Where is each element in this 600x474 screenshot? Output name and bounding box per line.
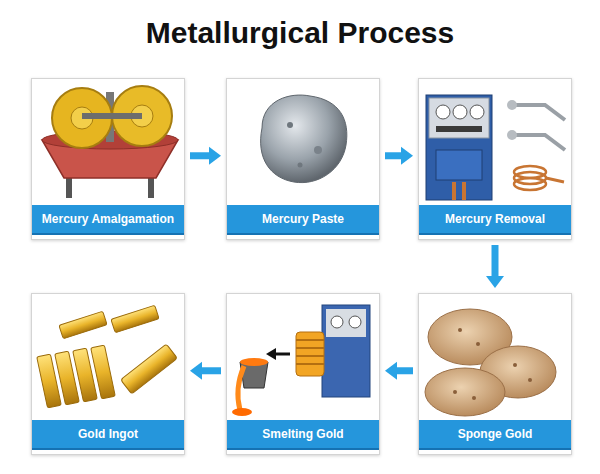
flow-arrow [385, 147, 413, 165]
arrow-shaft [396, 367, 413, 374]
arrow-head [385, 362, 397, 380]
flow-arrow [385, 362, 413, 380]
arrow-shaft [190, 152, 210, 159]
flow-arrow [486, 245, 504, 288]
label-bar: Mercury Amalgamation [32, 205, 184, 235]
pan-mill [42, 86, 178, 198]
flow-arrow [190, 147, 221, 165]
arrow-shaft [492, 245, 499, 277]
step-label: Mercury Removal [445, 212, 545, 226]
step-label: Gold Ingot [78, 427, 138, 441]
gold-ingots [37, 305, 178, 408]
arrow-head [486, 276, 504, 288]
step-label: Mercury Paste [262, 212, 344, 226]
step-label: Smelting Gold [262, 427, 343, 441]
label-bar: Smelting Gold [227, 420, 379, 450]
process-card: Mercury Removal [418, 78, 572, 240]
induction-machine [426, 95, 565, 200]
process-card: Smelting Gold [226, 293, 380, 455]
diagram-title: Metallurgical Process [0, 16, 600, 50]
process-card: Mercury Amalgamation [31, 78, 185, 240]
label-bar: Mercury Removal [419, 205, 571, 235]
process-card: Sponge Gold [418, 293, 572, 455]
process-card: Mercury Paste [226, 78, 380, 240]
label-bar: Gold Ingot [32, 420, 184, 450]
step-label: Mercury Amalgamation [42, 212, 174, 226]
arrow-shaft [385, 152, 402, 159]
arrow-shaft [201, 367, 221, 374]
smelting-furnace [232, 305, 370, 416]
flow-arrow [190, 362, 221, 380]
card-grounds [31, 78, 572, 455]
arrow-head [209, 147, 221, 165]
label-bar: Mercury Paste [227, 205, 379, 235]
process-card: Gold Ingot [31, 293, 185, 455]
label-bar: Sponge Gold [419, 420, 571, 450]
sponge-gold [425, 309, 556, 416]
step-label: Sponge Gold [458, 427, 533, 441]
mercury-paste [261, 95, 347, 183]
arrow-head [401, 147, 413, 165]
arrow-head [190, 362, 202, 380]
